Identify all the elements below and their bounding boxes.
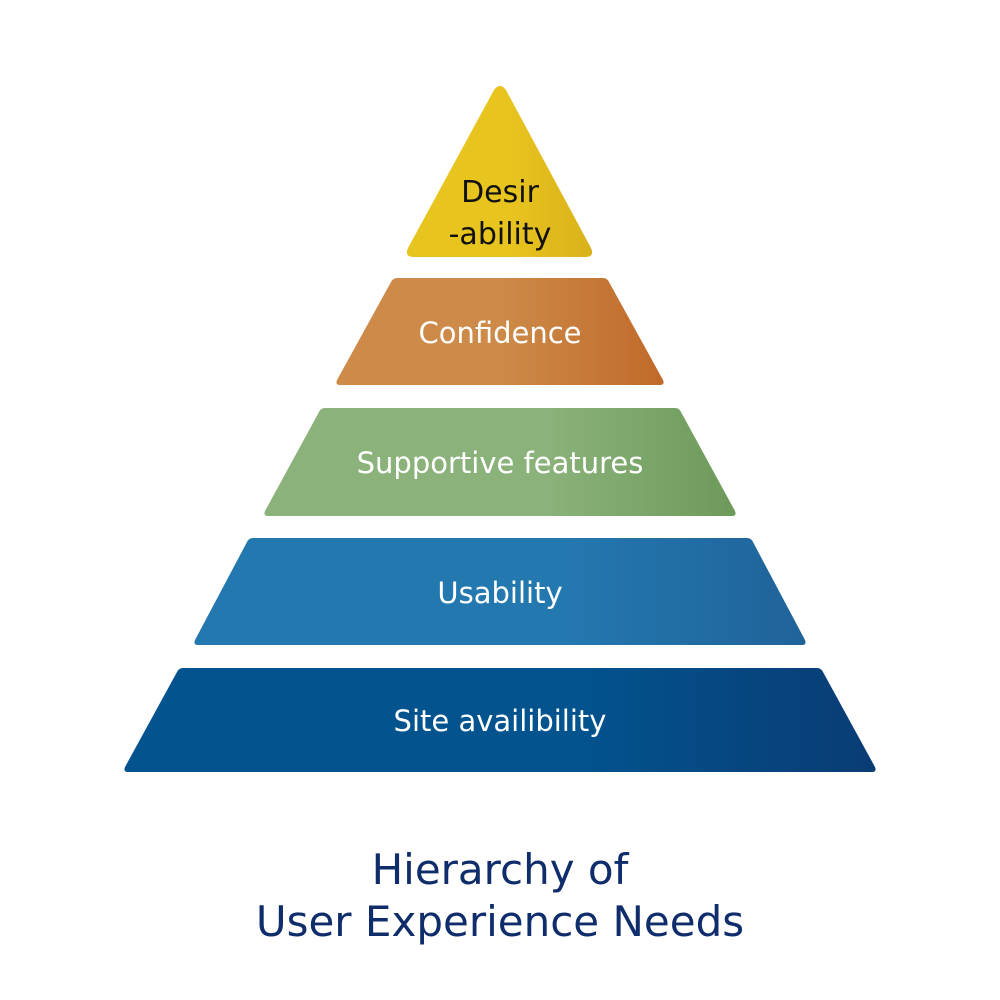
level-label: Confidence: [418, 316, 581, 350]
level-label: Usability: [437, 576, 562, 610]
level-label-line1: Desir: [461, 175, 540, 210]
diagram-title-line2: User Experience Needs: [255, 897, 745, 946]
level-label: Site availibility: [394, 704, 607, 738]
diagram-title-line1: Hierarchy of: [371, 845, 629, 894]
level-usability: Usability: [194, 538, 806, 645]
level-site-availability: Site availibility: [124, 668, 876, 772]
level-label-line2: -ability: [449, 217, 552, 252]
level-shape: [194, 538, 806, 645]
level-shape: [124, 668, 876, 772]
level-label: Supportive features: [357, 446, 644, 480]
level-shape: [406, 86, 593, 257]
level-desirability: Desir -ability: [406, 86, 593, 257]
level-shape: [264, 408, 736, 516]
level-confidence: Confidence: [336, 278, 664, 385]
level-supportive-features: Supportive features: [264, 408, 736, 516]
level-shape: [336, 278, 664, 385]
